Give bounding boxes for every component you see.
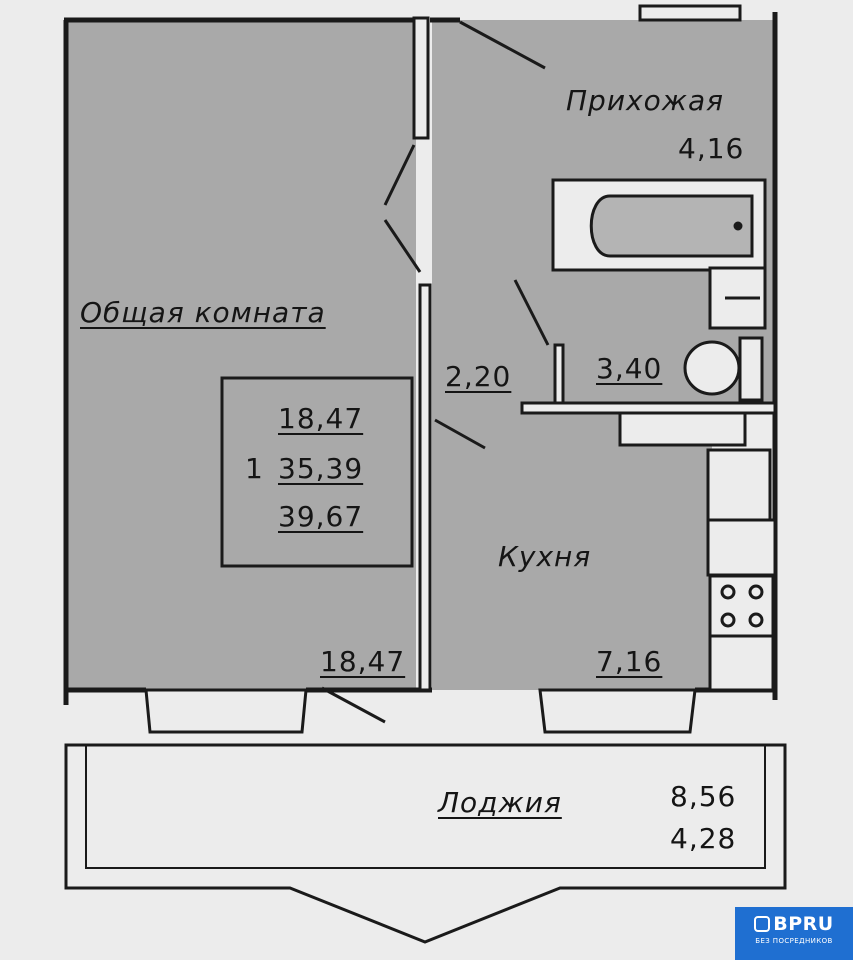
interior-walls xyxy=(412,16,777,692)
summary-total-area: 39,67 xyxy=(278,500,364,533)
kitchen-window xyxy=(538,688,697,734)
kitchen-area: 7,16 xyxy=(596,645,663,678)
partition-top xyxy=(412,16,430,140)
burner-2 xyxy=(748,584,764,600)
living-window xyxy=(144,688,308,734)
door-swings xyxy=(321,20,550,724)
living-door-leaf-1 xyxy=(383,144,416,206)
top-window xyxy=(638,4,742,22)
fridge-space xyxy=(708,634,775,692)
loggia-area-half: 4,28 xyxy=(670,822,737,855)
badge-tagline: БЕЗ ПОСРЕДНИКОВ xyxy=(755,937,833,945)
summary-box xyxy=(220,376,414,568)
entry-door-leaf xyxy=(459,20,546,70)
bathtub-inner xyxy=(589,194,754,258)
living-door-leaf-2 xyxy=(383,219,422,273)
people-icon xyxy=(754,916,771,932)
loggia-label: Лоджия xyxy=(438,786,562,819)
kitchen-door-leaf xyxy=(434,418,486,450)
hall-area: 4,16 xyxy=(678,132,745,165)
hall-label: Прихожая xyxy=(566,84,724,117)
bathtub xyxy=(551,178,767,272)
badge-logo: BPRU xyxy=(735,913,853,935)
bath-door-leaf xyxy=(513,279,550,346)
living-room-label: Общая комната xyxy=(80,296,326,329)
kitchen-sink xyxy=(706,448,772,522)
vent-shaft xyxy=(618,411,747,447)
stove xyxy=(708,574,775,638)
windows xyxy=(144,4,742,734)
kitchen-area xyxy=(432,405,712,690)
burner-1 xyxy=(720,584,736,600)
summary-usable-prefix: 1 xyxy=(245,452,264,485)
burner-4 xyxy=(748,612,764,628)
kitchen-counter xyxy=(706,518,777,577)
loggia-inner xyxy=(85,745,766,869)
loggia-area-full: 8,56 xyxy=(670,780,737,813)
watermark-badge[interactable]: BPRU БЕЗ ПОСРЕДНИКОВ xyxy=(735,907,853,960)
kitchen-label: Кухня xyxy=(498,540,592,573)
summary-usable-area: 35,39 xyxy=(278,452,364,485)
living-room-area xyxy=(66,20,416,690)
toilet-tank xyxy=(738,336,764,402)
loggia-outline xyxy=(64,743,787,944)
summary-living-area: 18,47 xyxy=(278,402,364,435)
washbasin xyxy=(708,266,767,330)
corridor-area: 2,20 xyxy=(445,360,512,393)
bathroom-area: 3,40 xyxy=(596,352,663,385)
burner-3 xyxy=(720,612,736,628)
toilet-bowl xyxy=(683,340,741,396)
living-room-area: 18,47 xyxy=(320,645,406,678)
bath-wall-vert xyxy=(553,343,565,405)
balcony-door-leaf xyxy=(321,686,386,724)
kitchen-furniture xyxy=(618,411,777,692)
bathtub-drain xyxy=(733,221,743,231)
loggia xyxy=(64,743,787,944)
partition-bottom xyxy=(418,283,432,692)
toilet xyxy=(683,336,764,402)
